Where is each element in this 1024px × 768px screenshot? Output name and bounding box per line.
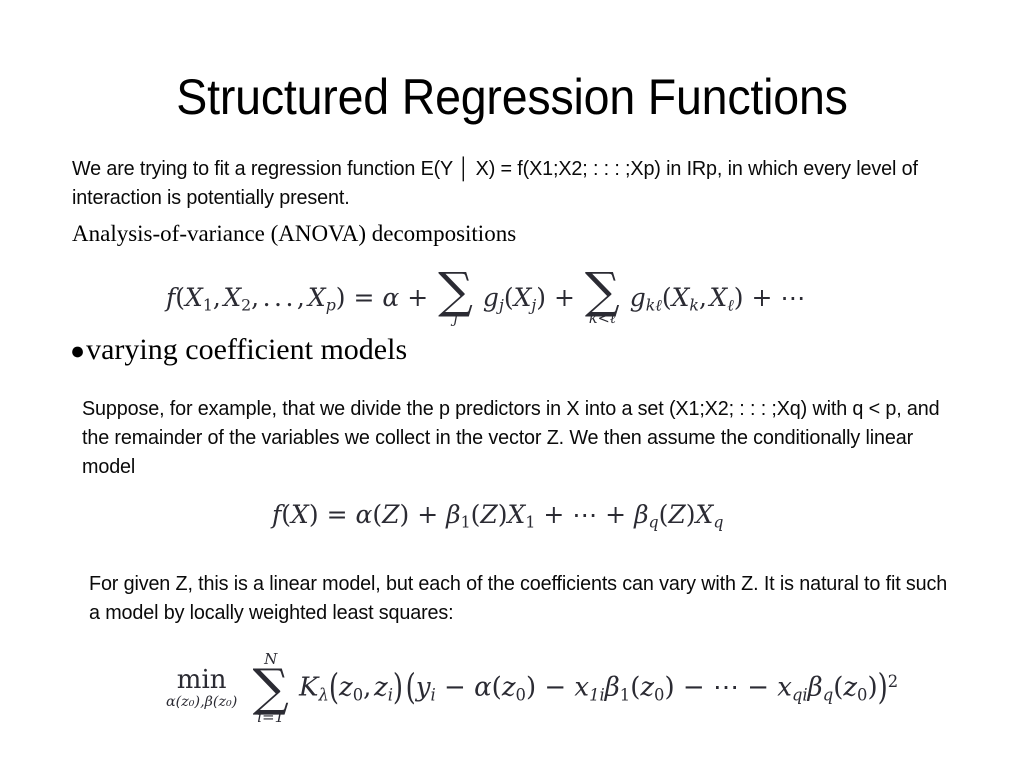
formula-min-sum-upper-limit: N bbox=[264, 650, 278, 668]
formula-anova-xlsub: ℓ bbox=[727, 295, 734, 315]
formula-min-z0c-sub: 0 bbox=[654, 685, 665, 705]
formula-min-xqi: x bbox=[777, 672, 792, 703]
formula-min-zi: z bbox=[373, 672, 388, 703]
sigma-icon: ∑ bbox=[438, 263, 473, 319]
formula-linear-beta1: β bbox=[446, 500, 461, 529]
formula-anova-sum-j-limit: j bbox=[453, 311, 458, 328]
formula-linear-betaq: β bbox=[634, 500, 649, 529]
formula-min-minus1: − bbox=[444, 672, 466, 703]
formula-min-y: y bbox=[415, 672, 431, 703]
formula-anova-sum-kl-limit: k<ℓ bbox=[588, 311, 616, 328]
formula-min-sum: N ∑ i=1 bbox=[252, 650, 289, 726]
formula-anova-g: g bbox=[482, 283, 499, 313]
formula-linear-Xq: X bbox=[695, 500, 714, 529]
formula-linear-cdots: ⋯ bbox=[572, 500, 598, 529]
formula-min-operator: min α(z₀),β(z₀) bbox=[166, 667, 237, 711]
formula-linear-Z2: Z bbox=[480, 500, 498, 529]
formula-min-betaq-sub: q bbox=[822, 685, 834, 705]
formula-anova-sum-kl: ∑ k<ℓ bbox=[584, 263, 620, 328]
formula-anova-xj: X bbox=[513, 283, 532, 313]
formula-anova-decomposition: f(X1, X2, . . . , Xp) = α + ∑ j gj(Xj) +… bbox=[166, 263, 806, 328]
bullet-heading-label: varying coefficient models bbox=[86, 333, 408, 366]
formula-linear-beta1-sub: 1 bbox=[460, 512, 471, 532]
formula-min-betaq: β bbox=[807, 672, 823, 703]
formula-anova-gkl: g bbox=[629, 283, 646, 313]
anova-heading: Analysis-of-variance (ANOVA) decompositi… bbox=[72, 221, 517, 246]
suppose-paragraph: Suppose, for example, that we divide the… bbox=[82, 397, 940, 478]
formula-conditionally-linear-model: f(X) = α(Z) + β1(Z)X1 + ⋯ + βq(Z)Xq bbox=[272, 500, 724, 532]
formula-min-xqi-sub: qi bbox=[791, 685, 808, 705]
formula-anova-equals: = bbox=[353, 283, 375, 313]
formula-linear-betaq-sub: q bbox=[648, 512, 659, 532]
formula-min-cdots: ⋯ bbox=[712, 672, 739, 703]
formula-linear-plus2: + bbox=[543, 500, 565, 529]
formula-min-label: min bbox=[176, 664, 227, 695]
formula-anova-xk: X bbox=[671, 283, 690, 313]
formula-linear-Z1: Z bbox=[382, 500, 400, 529]
formula-linear-f: f bbox=[272, 500, 282, 529]
formula-min-alpha: α bbox=[474, 672, 492, 703]
page-title: Structured Regression Functions bbox=[176, 69, 848, 125]
formula-min-z0c: z bbox=[640, 672, 655, 703]
formula-anova-gsub: j bbox=[498, 295, 504, 315]
formula-min-sum-lower-limit: i=1 bbox=[257, 707, 285, 726]
formula-min-exponent: 2 bbox=[887, 672, 899, 692]
formula-anova-xp: X bbox=[307, 283, 326, 313]
formula-min-x1i-sub: 1i bbox=[589, 685, 605, 705]
intro-paragraph: We are trying to fit a regression functi… bbox=[72, 157, 918, 209]
formula-min-K: K bbox=[299, 672, 319, 703]
formula-min-z0d-sub: 0 bbox=[857, 685, 868, 705]
formula-min-lambda: λ bbox=[318, 685, 329, 705]
formula-anova-sub2: 2 bbox=[241, 295, 252, 315]
formula-linear-Xq-sub: q bbox=[713, 512, 724, 532]
formula-min-z0b: z bbox=[501, 672, 516, 703]
formula-linear-X: X bbox=[291, 500, 309, 529]
formula-min-beta1: β bbox=[604, 672, 620, 703]
formula-linear-alpha: α bbox=[355, 500, 373, 529]
formula-min-x1i: x bbox=[574, 672, 590, 703]
for-given-z-paragraph: For given Z, this is a linear model, but… bbox=[89, 572, 948, 624]
formula-anova-xksub: k bbox=[689, 295, 699, 315]
formula-min-z0b-sub: 0 bbox=[515, 685, 526, 705]
formula-anova-gklsub: kℓ bbox=[645, 295, 662, 315]
sigma-icon: ∑ bbox=[252, 658, 289, 718]
formula-anova-cdots: ⋯ bbox=[780, 283, 806, 313]
formula-anova-xl: X bbox=[709, 283, 728, 313]
bullet-heading-varying-coefficient-models: ● varying coefficient models bbox=[70, 330, 407, 370]
formula-linear-equals: = bbox=[326, 500, 348, 529]
formula-min-zi-sub: i bbox=[387, 685, 393, 705]
formula-min-minus2: − bbox=[544, 672, 567, 703]
formula-min-minus4: − bbox=[747, 672, 770, 703]
formula-min-subscript: α(z₀),β(z₀) bbox=[166, 693, 238, 710]
formula-locally-weighted-least-squares: min α(z₀),β(z₀) N ∑ i=1 Kλ(z0, zi) (yi −… bbox=[166, 650, 899, 726]
bullet-icon: ● bbox=[70, 338, 86, 365]
formula-min-z0d: z bbox=[843, 672, 858, 703]
formula-min-z0a-sub: 0 bbox=[352, 685, 364, 705]
formula-anova-sum-j: ∑ j bbox=[438, 263, 473, 328]
formula-anova-plus2: + bbox=[554, 283, 575, 313]
formula-min-z0a: z bbox=[339, 672, 353, 703]
formula-linear-X1-sub: 1 bbox=[525, 512, 536, 532]
formula-anova-xjsub: j bbox=[531, 295, 537, 315]
formula-anova-x1: X bbox=[185, 283, 203, 313]
formula-linear-plus1: + bbox=[417, 500, 439, 529]
formula-min-minus3: − bbox=[682, 672, 705, 703]
formula-linear-plus3: + bbox=[605, 500, 627, 529]
formula-anova-sub1: 1 bbox=[202, 295, 213, 315]
formula-linear-Z3: Z bbox=[668, 500, 686, 529]
formula-anova-plus3: + bbox=[751, 283, 773, 313]
formula-min-beta1-sub: 1 bbox=[619, 685, 631, 705]
formula-anova-plus1: + bbox=[407, 283, 429, 313]
formula-anova-subp: p bbox=[325, 295, 336, 315]
formula-min-y-sub: i bbox=[430, 685, 436, 705]
formula-anova-alpha: α bbox=[382, 283, 400, 313]
formula-anova-x2: X bbox=[223, 283, 242, 313]
formula-anova-f: f bbox=[166, 283, 176, 313]
formula-linear-X1: X bbox=[507, 500, 526, 529]
sigma-icon: ∑ bbox=[584, 263, 620, 319]
